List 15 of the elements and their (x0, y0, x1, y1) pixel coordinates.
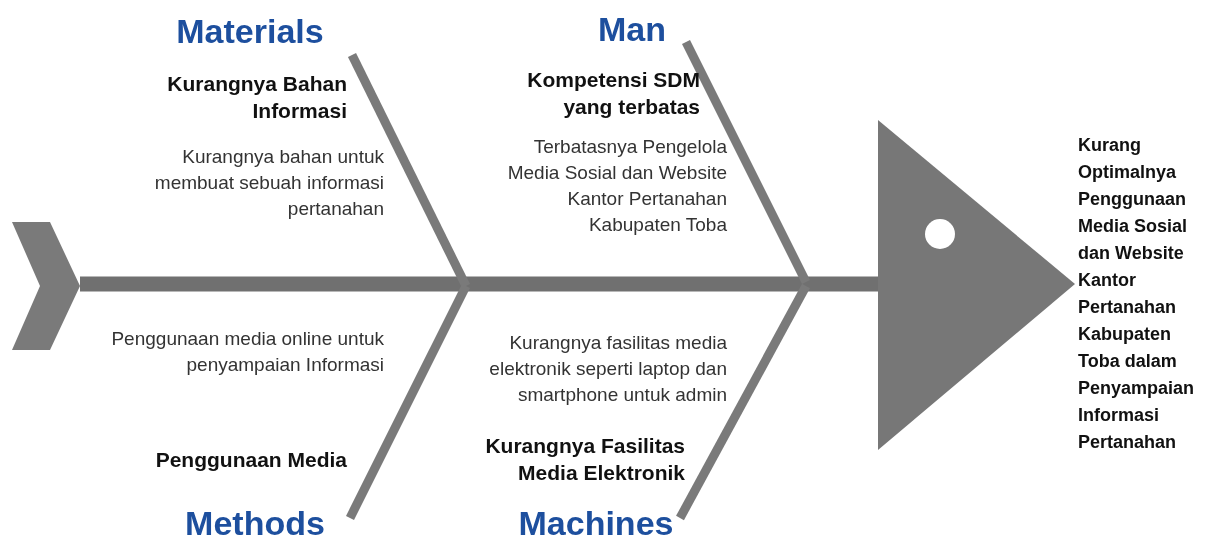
cause-heading: Kurangnya Bahan Informasi (166, 71, 347, 124)
category-label: Materials (175, 12, 325, 51)
category-label: Machines (517, 504, 675, 540)
cause-description: Kurangnya fasilitas media elektronik seperti laptop dan smartphone untuk admin (488, 331, 727, 407)
category-label: Man (597, 10, 667, 49)
cause-description: Kurangnya bahan untuk membuat sebuah informasi pertanahan (153, 145, 384, 221)
fish-tail-chevron (12, 222, 80, 350)
cause-heading: Kompetensi SDM yang terbatas (526, 67, 700, 120)
cause-heading: Penggunaan Media (154, 447, 347, 473)
category-label: Methods (184, 504, 326, 540)
cause-description: Penggunaan media online untuk penyampaian Informasi (110, 327, 384, 377)
effect-text: Kurang Optimalnya Penggunaan Media Sosial dan Website Kantor Pertanahan Kabupaten Toba dalam Penyampaian Informasi Pertanahan (1078, 134, 1196, 454)
cause-heading: Kurangnya Fasilitas Media Elektronik (484, 433, 685, 486)
cause-description: Terbatasnya Pengelola Media Sosial dan Website Kantor Pertanahan Kabupaten Toba (506, 135, 727, 237)
spine-line (80, 276, 878, 292)
